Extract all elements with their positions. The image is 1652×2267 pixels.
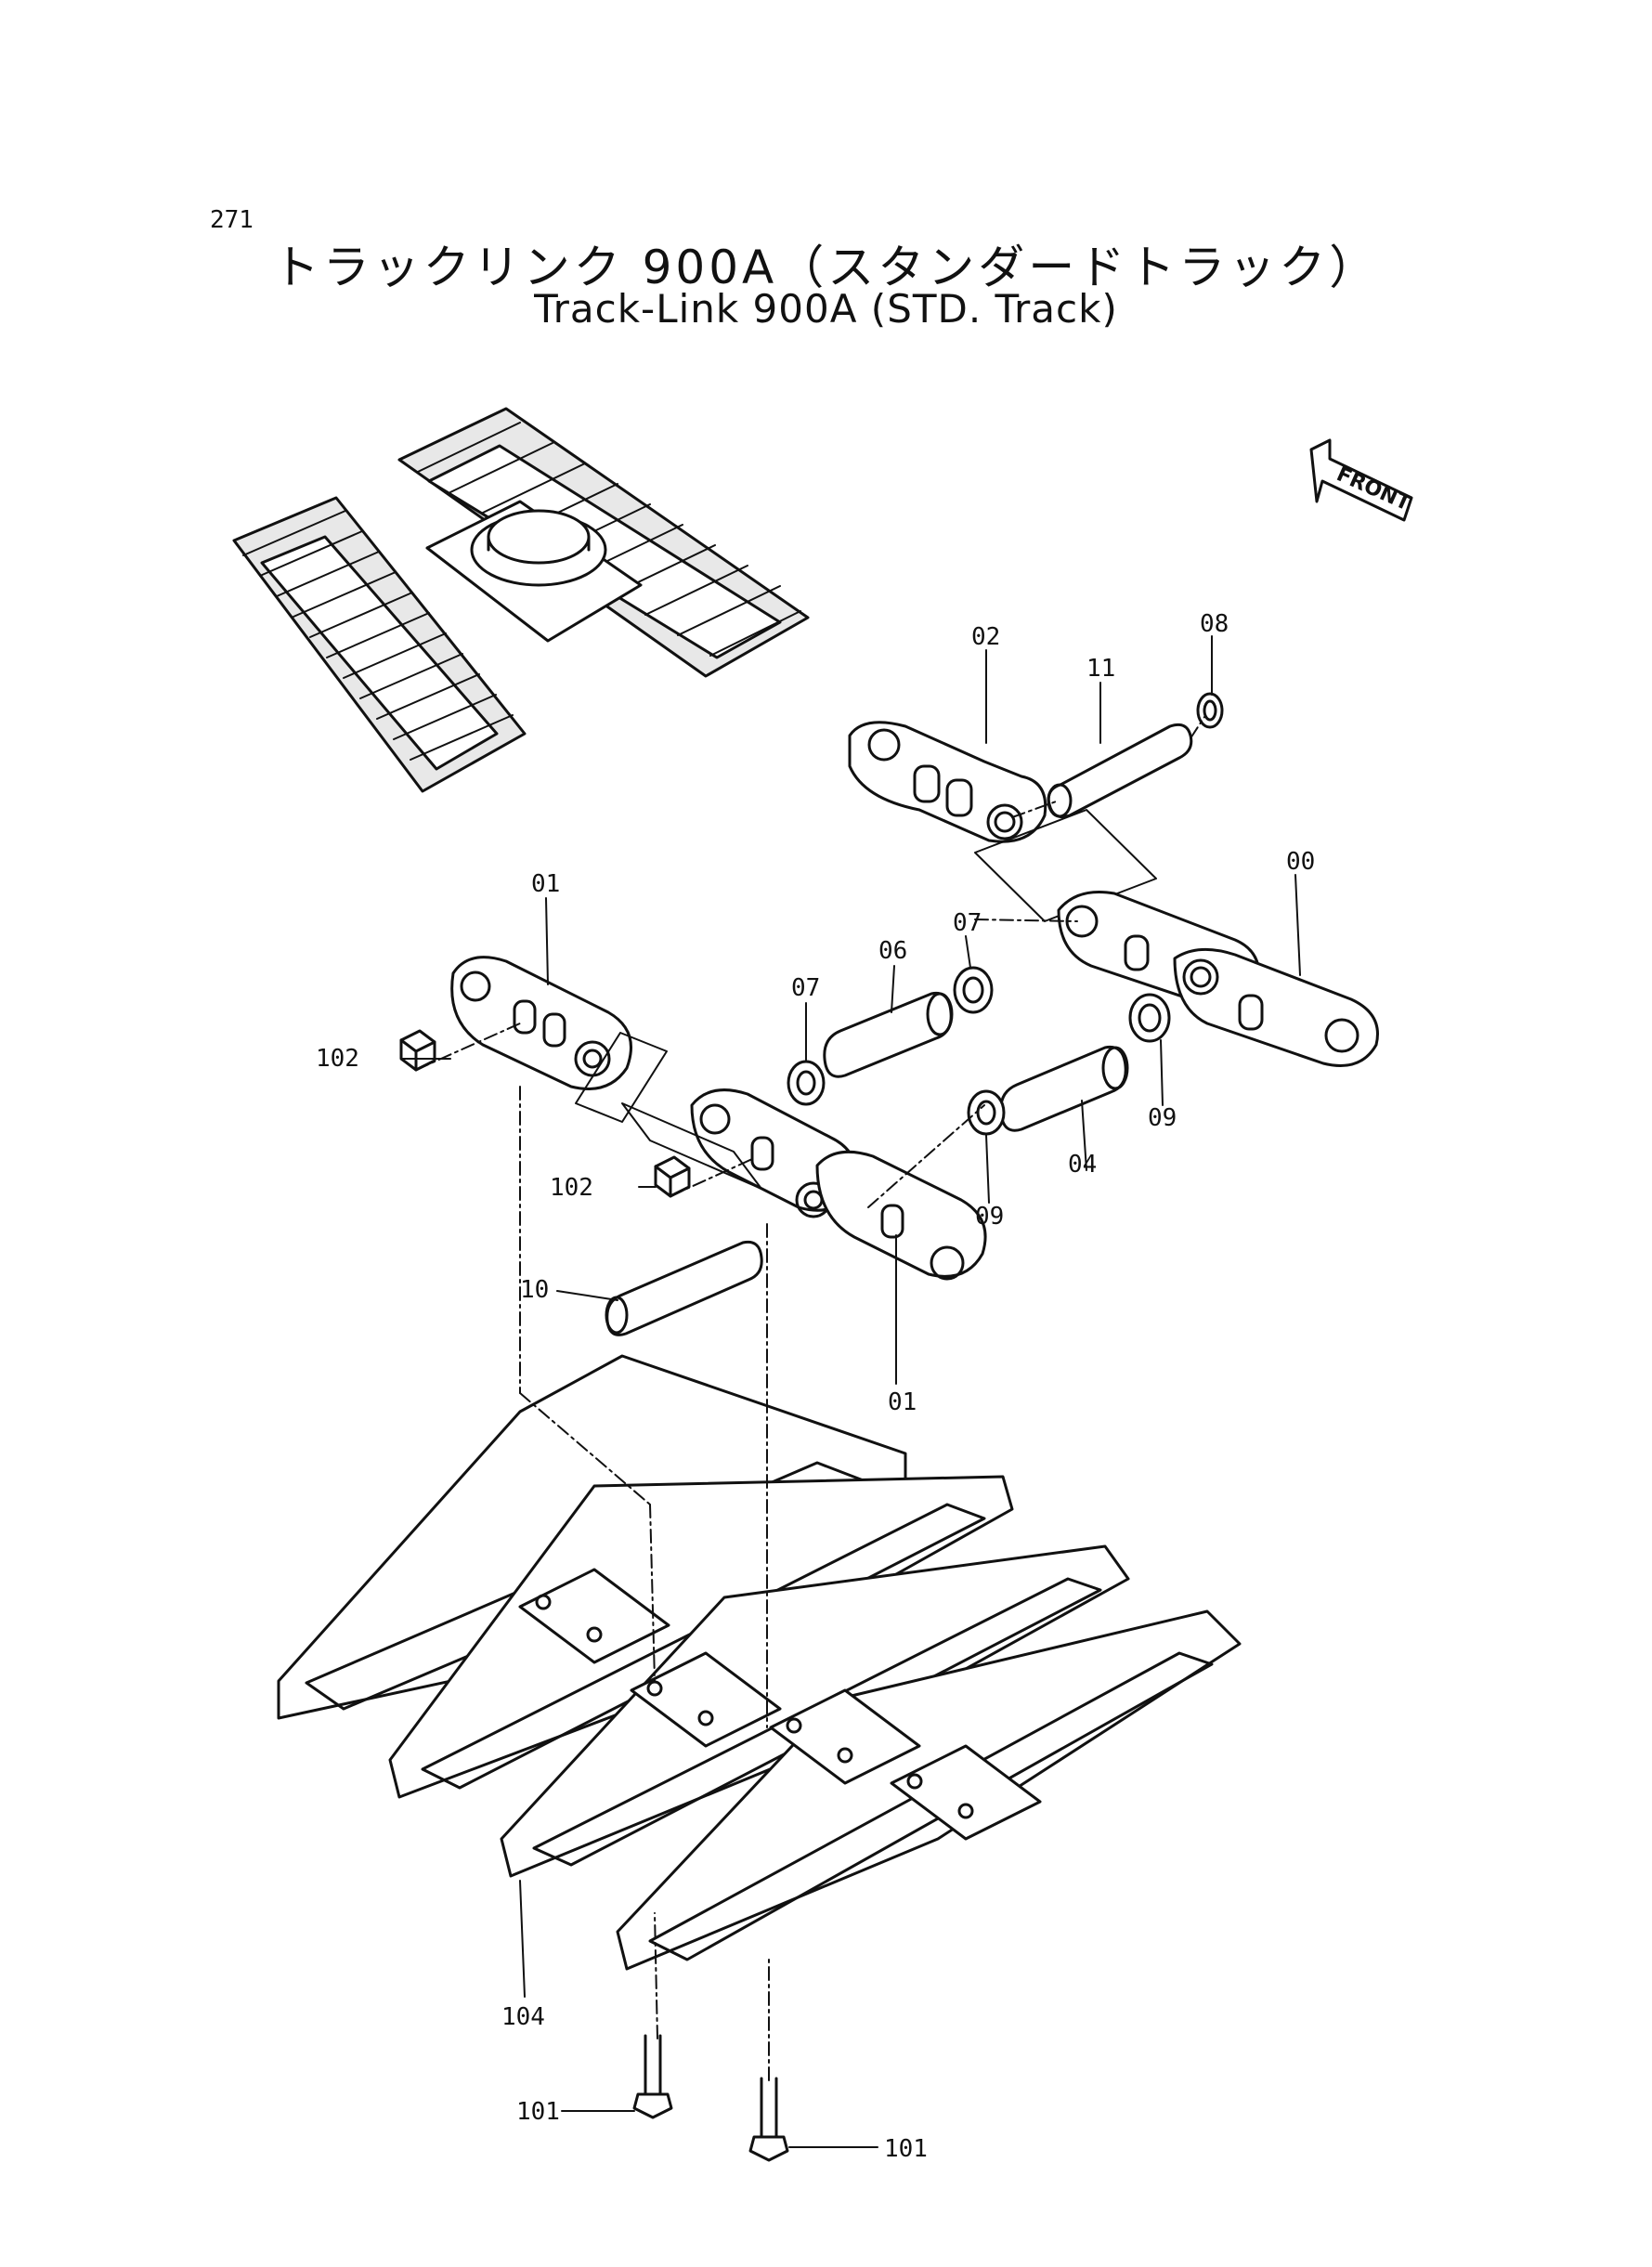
callout-00: 00 [1286,848,1315,876]
nut-102-top [399,1029,436,1072]
master-link-02 [848,721,1047,843]
leader-lines [400,635,1301,2148]
bushing-04 [999,1045,1129,1132]
seal-09-left [967,1089,1006,1136]
callout-01-top: 01 [531,870,560,898]
retaining-ring-08 [1196,692,1224,729]
callout-04: 04 [1068,1151,1097,1179]
callout-09-right: 09 [1148,1104,1177,1132]
bushing-06 [823,991,954,1078]
track-shoes-104 [277,1354,1242,1971]
callout-101-right: 101 [884,2135,928,2163]
bolt-101-left [632,2034,673,2119]
callout-101-left: 101 [516,2098,560,2126]
washer-07-left [787,1060,826,1106]
link-01-lower [690,1088,987,1281]
pin-11 [1047,723,1193,818]
front-arrow-icon [1309,438,1413,522]
callout-102-top: 102 [316,1045,359,1073]
callout-10: 10 [520,1276,549,1304]
link-01-upper [450,956,632,1090]
callout-06: 06 [878,937,907,965]
front-label: FRONT [1333,463,1413,515]
callout-102-mid: 102 [550,1174,593,1202]
undercarriage-overview [232,407,810,793]
pin-10 [605,1240,763,1336]
title-japanese: トラックリンク 900A（スタンダードトラック） [272,241,1380,294]
callout-09-left: 09 [975,1203,1004,1231]
washer-07-right [953,966,994,1014]
nut-102-mid [654,1155,691,1198]
callout-07-right: 07 [953,909,982,937]
callout-11: 11 [1086,655,1115,683]
seal-09-right [1128,993,1171,1043]
callout-08: 08 [1200,610,1229,638]
title-english: Track-Link 900A (STD. Track) [534,286,1118,332]
link-assembly-00 [1057,890,1379,1067]
bolt-101-right [748,2077,789,2162]
page-number: 271 [210,206,254,234]
callout-07-left: 07 [791,974,820,1002]
callout-01-bottom: 01 [888,1388,917,1416]
callout-104: 104 [501,2003,545,2031]
callout-02: 02 [971,623,1000,651]
